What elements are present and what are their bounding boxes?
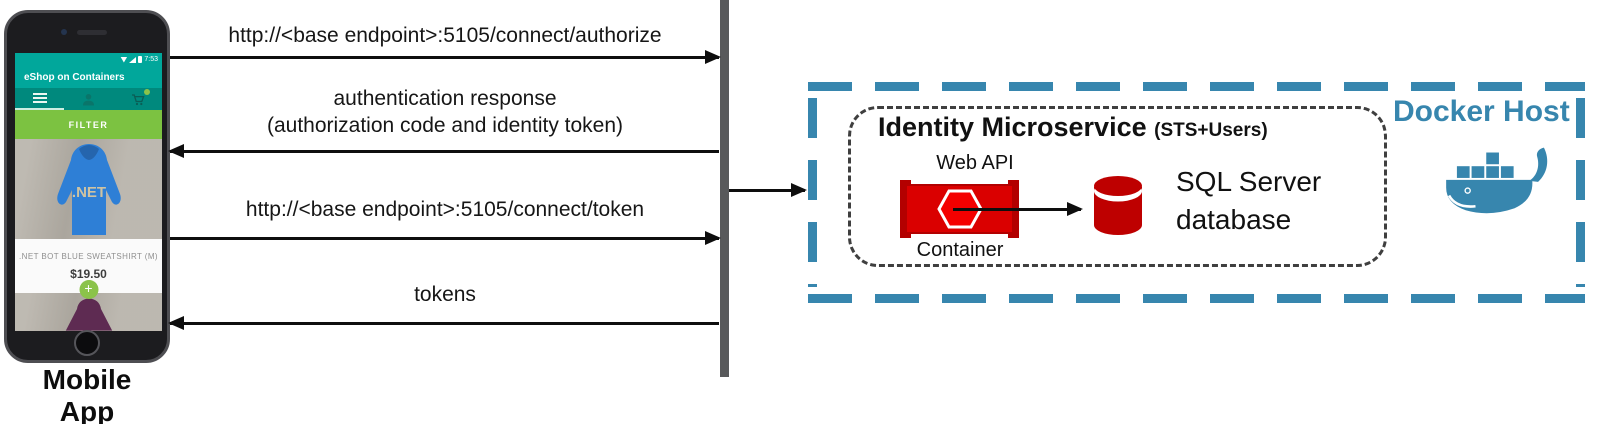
app-title-bar: eShop on Containers <box>15 66 162 88</box>
container-to-db-arrow <box>953 202 1083 216</box>
tokens-arrow <box>168 316 719 330</box>
app-title: eShop on Containers <box>24 71 125 83</box>
front-camera-icon <box>61 29 67 35</box>
sql-server-database-label: SQL Server database <box>1176 163 1321 239</box>
lifeline-to-docker-arrow <box>729 183 807 197</box>
identity-microservice-box <box>848 106 1387 267</box>
home-button[interactable] <box>74 330 100 356</box>
arrow-left-head-icon <box>168 316 184 330</box>
tab-profile[interactable] <box>64 88 113 110</box>
next-product-image <box>15 293 162 331</box>
authorize-request-label: http://<base endpoint>:5105/connect/auth… <box>228 24 662 47</box>
tab-bar <box>15 88 162 110</box>
token-request-arrow <box>170 231 721 245</box>
tab-menu[interactable] <box>15 88 64 110</box>
auth-response-arrow <box>168 144 719 158</box>
auth-response-label: authentication response (authorization c… <box>172 85 718 139</box>
cellular-signal-icon <box>129 56 137 63</box>
earpiece-speaker <box>77 30 107 35</box>
arrow-right-head-icon <box>705 231 721 245</box>
web-api-label: Web API <box>936 152 1014 174</box>
docker-whale-icon <box>1446 147 1548 214</box>
blue-hoodie-image: .NET <box>56 144 121 235</box>
filter-label: FILTER <box>68 119 109 130</box>
wifi-icon <box>120 56 128 63</box>
docker-border-top <box>808 82 1585 91</box>
auth-response-line1: authentication response <box>333 87 557 110</box>
docker-host-title: Docker Host <box>1393 95 1570 128</box>
tab-cart[interactable] <box>113 88 162 110</box>
mobile-phone-frame: 7:53 eShop on Containers <box>4 10 170 363</box>
token-request-label: http://<base endpoint>:5105/connect/toke… <box>245 198 645 221</box>
docker-host-box <box>808 82 1585 303</box>
docker-border-bottom <box>808 294 1585 303</box>
auth-response-line2: (authorization code and identity token) <box>266 114 624 137</box>
arrow-left-head-icon <box>168 144 184 158</box>
arrow-right-head-icon <box>1067 202 1083 216</box>
identity-title-text: Identity Microservice <box>878 112 1147 142</box>
product-name: .NET BOT BLUE SWEATSHIRT (M) <box>19 252 158 261</box>
tokens-label: tokens <box>414 283 476 306</box>
filter-button[interactable]: FILTER <box>15 110 162 139</box>
battery-icon <box>138 56 143 63</box>
db-label-line2: database <box>1176 204 1292 235</box>
person-icon <box>83 93 94 105</box>
docker-border-right <box>1576 98 1585 287</box>
status-bar: 7:53 <box>15 53 162 66</box>
container-label: Container <box>916 239 1004 261</box>
phone-screen: 7:53 eShop on Containers <box>15 53 162 331</box>
arrow-right-head-icon <box>791 183 807 197</box>
product-image: .NET <box>15 139 162 239</box>
hoodie-logo-text: .NET <box>71 184 105 201</box>
db-label-line1: SQL Server <box>1176 166 1322 197</box>
docker-border-left <box>808 98 817 287</box>
plus-icon: + <box>84 280 93 296</box>
product-price: $19.50 <box>70 267 107 281</box>
add-to-cart-button[interactable]: + <box>79 280 98 299</box>
status-time: 7:53 <box>144 56 158 63</box>
purple-hoodie-image <box>65 298 112 331</box>
identity-subtitle-text: (STS+Users) <box>1154 120 1268 141</box>
mobile-app-label: Mobile App <box>42 364 132 424</box>
identity-microservice-title: Identity Microservice (STS+Users) <box>878 112 1268 143</box>
authorize-request-arrow <box>170 50 721 64</box>
arrow-right-head-icon <box>705 50 721 64</box>
cart-icon <box>131 93 145 105</box>
cart-badge <box>144 89 150 95</box>
lifeline-bar <box>720 0 729 377</box>
database-icon <box>1094 176 1142 235</box>
hamburger-menu-icon <box>32 93 47 103</box>
